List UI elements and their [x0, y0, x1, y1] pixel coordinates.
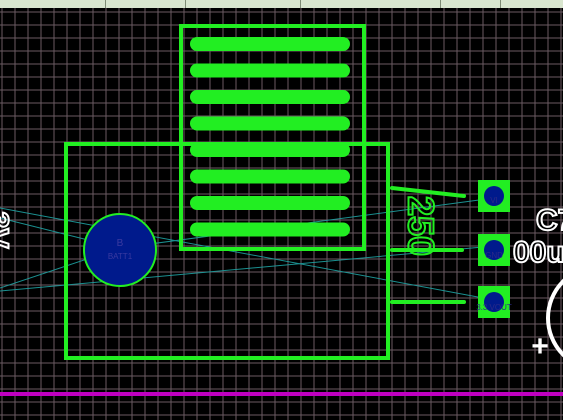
toolbar-separator: [500, 0, 501, 8]
ratsnest-line: [0, 245, 495, 292]
pad-gnd[interactable]: GND: [478, 234, 510, 266]
pad-drill: [484, 240, 504, 260]
battery-pad: [83, 213, 157, 287]
capacitor-value: 00u: [513, 236, 563, 269]
toolbar-separator: [440, 0, 441, 8]
heatsink-fin: [190, 196, 350, 210]
pin-label: 3.3 VOUT: [476, 303, 512, 312]
toolbar-separator: [300, 0, 301, 8]
pad-drill: [484, 186, 504, 206]
heatsink-fin: [190, 116, 350, 131]
pin-label: GND: [485, 251, 503, 260]
capacitor-polarity: +: [531, 330, 549, 363]
heatsink-fin: [190, 169, 350, 184]
heatsink-outline: [179, 24, 366, 251]
pin-label: VI: [490, 196, 498, 205]
heatsink-fin: [190, 90, 350, 104]
pcb-layout-canvas[interactable]: 250 VI GND 3.3 VOUT B BATT1 C7 00u + 3V: [0, 8, 563, 420]
designator-rotated: 250: [400, 196, 441, 256]
pad-vi[interactable]: VI: [478, 180, 510, 212]
heatsink-fin: [190, 63, 350, 78]
toolbar-separator: [105, 0, 106, 8]
capacitor-ref: C7: [536, 204, 563, 237]
regulator-component[interactable]: 250: [64, 142, 466, 360]
battery-label-line2: BATT1: [108, 252, 133, 261]
regulator-pads[interactable]: VI GND 3.3 VOUT: [476, 180, 512, 318]
heatsink-fins: [190, 37, 350, 237]
pad-drill: [484, 292, 504, 312]
capacitor-component[interactable]: C7 00u +: [512, 203, 563, 370]
battery-component[interactable]: B BATT1: [83, 213, 157, 287]
regulator-body-outline: [64, 142, 390, 360]
lead-1: [390, 186, 466, 198]
heatsink-fin: [190, 37, 350, 51]
heatsink-fin: [190, 143, 350, 157]
ratsnest-line: [0, 207, 495, 301]
left-edge-label: 3V: [0, 212, 14, 249]
capacitor-outline: [546, 278, 563, 358]
regulator-leads: [390, 186, 466, 304]
pad-vout[interactable]: 3.3 VOUT: [476, 286, 512, 318]
toolbar-separator: [185, 0, 186, 8]
battery-label-line1: B: [117, 238, 124, 249]
heatsink-component[interactable]: [179, 24, 366, 251]
heatsink-fin: [190, 222, 350, 237]
